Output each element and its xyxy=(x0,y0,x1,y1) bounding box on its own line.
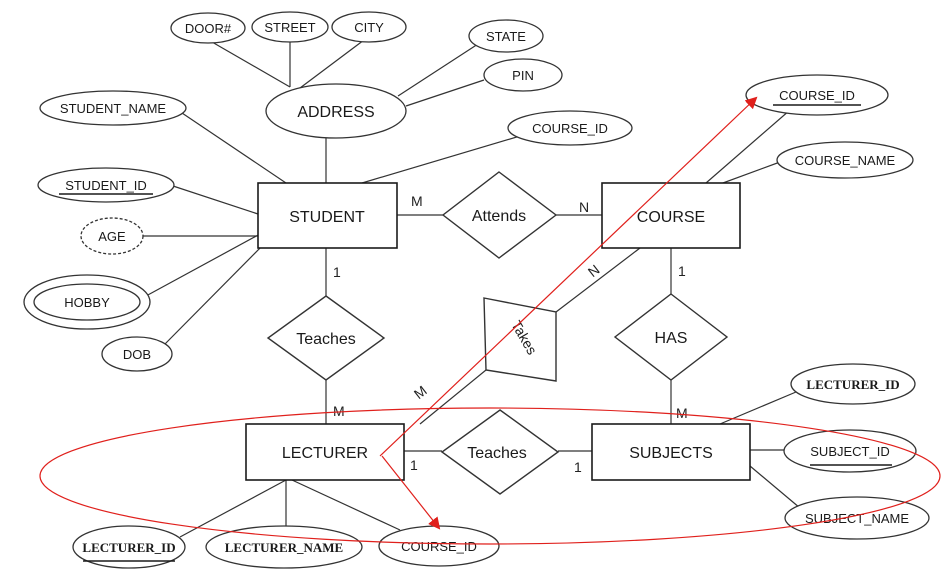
svg-text:DOOR#: DOOR# xyxy=(185,21,232,36)
attribute-pin: PIN xyxy=(483,58,563,92)
attribute-state: STATE xyxy=(468,19,544,53)
svg-text:CITY: CITY xyxy=(354,20,384,35)
svg-text:COURSE_ID: COURSE_ID xyxy=(401,539,477,554)
svg-text:DOB: DOB xyxy=(123,347,151,362)
relationship-attends-label: Attends xyxy=(472,208,526,225)
svg-text:STREET: STREET xyxy=(264,20,315,35)
svg-text:PIN: PIN xyxy=(512,68,534,83)
cardinality-attends-course: N xyxy=(579,199,589,215)
cardinality-has-subjects: M xyxy=(676,405,688,421)
relationship-teaches-top: Teaches xyxy=(266,295,386,381)
attribute-address: ADDRESS xyxy=(265,83,407,139)
attribute-age-derived: AGE xyxy=(80,217,144,255)
attribute-course-name: COURSE_NAME xyxy=(776,141,914,179)
arrow-to-lecturer-course-id xyxy=(381,455,441,530)
cardinality-lecturer-teaches: 1 xyxy=(410,457,418,473)
relationship-teaches-bottom-label: Teaches xyxy=(467,445,527,462)
entity-subjects-label: SUBJECTS xyxy=(629,445,713,462)
entity-subjects: SUBJECTS xyxy=(591,423,751,481)
svg-text:HOBBY: HOBBY xyxy=(64,295,110,310)
cardinality-student-attends: M xyxy=(411,193,423,209)
attribute-student-id: STUDENT_ID xyxy=(37,167,175,203)
relationship-attends: Attends xyxy=(441,171,558,259)
attribute-lecturer-name: LECTURER_NAME xyxy=(205,525,363,569)
entity-student-label: STUDENT xyxy=(289,209,365,226)
attribute-street: STREET xyxy=(251,11,329,43)
attribute-student-name: STUDENT_NAME xyxy=(39,90,187,126)
attribute-course-id: COURSE_ID xyxy=(745,74,889,116)
entity-course: COURSE xyxy=(601,182,741,249)
cardinality-takes-lecturer: M xyxy=(411,382,430,402)
svg-text:ADDRESS: ADDRESS xyxy=(297,104,374,121)
cardinality-teaches-subjects: 1 xyxy=(574,459,582,475)
attribute-hobby-multivalued: HOBBY xyxy=(23,274,151,330)
svg-text:LECTURER_ID: LECTURER_ID xyxy=(82,540,175,555)
entity-lecturer-label: LECTURER xyxy=(282,445,368,462)
svg-text:COURSE_ID: COURSE_ID xyxy=(532,121,608,136)
attribute-lecturer-course-id: COURSE_ID xyxy=(378,525,500,567)
highlight-ellipse xyxy=(39,407,941,545)
svg-text:LECTURER_NAME: LECTURER_NAME xyxy=(225,540,343,555)
cardinality-student-teaches: 1 xyxy=(333,264,341,280)
relationship-has-label: HAS xyxy=(655,330,688,347)
attribute-subjects-lecturer-id: LECTURER_ID xyxy=(790,363,916,405)
connector-lines xyxy=(142,39,801,538)
entity-course-label: COURSE xyxy=(637,209,705,226)
attribute-student-course-id: COURSE_ID xyxy=(507,110,633,146)
svg-text:COURSE_NAME: COURSE_NAME xyxy=(795,153,896,168)
svg-text:SUBJECT_NAME: SUBJECT_NAME xyxy=(805,511,909,526)
relationship-teaches-bottom: Teaches xyxy=(440,409,560,495)
svg-text:STUDENT_ID: STUDENT_ID xyxy=(65,178,147,193)
cardinality-course-takes: N xyxy=(585,261,603,280)
svg-text:LECTURER_ID: LECTURER_ID xyxy=(806,377,899,392)
cardinality-course-has: 1 xyxy=(678,263,686,279)
relationship-takes: Takes xyxy=(483,297,557,382)
relationship-teaches-top-label: Teaches xyxy=(296,331,356,348)
entity-student: STUDENT xyxy=(257,182,398,249)
attribute-subject-name: SUBJECT_NAME xyxy=(784,496,930,540)
svg-text:AGE: AGE xyxy=(98,229,126,244)
cardinality-teaches-lecturer: M xyxy=(333,403,345,419)
attribute-city: CITY xyxy=(331,11,407,43)
attribute-lecturer-id: LECTURER_ID xyxy=(72,525,186,569)
svg-text:STUDENT_NAME: STUDENT_NAME xyxy=(60,101,167,116)
svg-text:STATE: STATE xyxy=(486,29,526,44)
svg-text:COURSE_ID: COURSE_ID xyxy=(779,88,855,103)
entity-lecturer: LECTURER xyxy=(245,423,405,481)
arrow-to-course-id xyxy=(379,96,758,457)
attribute-dob: DOB xyxy=(101,336,173,372)
red-annotations xyxy=(39,96,941,545)
relationship-has: HAS xyxy=(613,293,729,381)
attribute-subject-id: SUBJECT_ID xyxy=(783,429,917,473)
attribute-door: DOOR# xyxy=(170,12,246,44)
svg-text:SUBJECT_ID: SUBJECT_ID xyxy=(810,444,889,459)
